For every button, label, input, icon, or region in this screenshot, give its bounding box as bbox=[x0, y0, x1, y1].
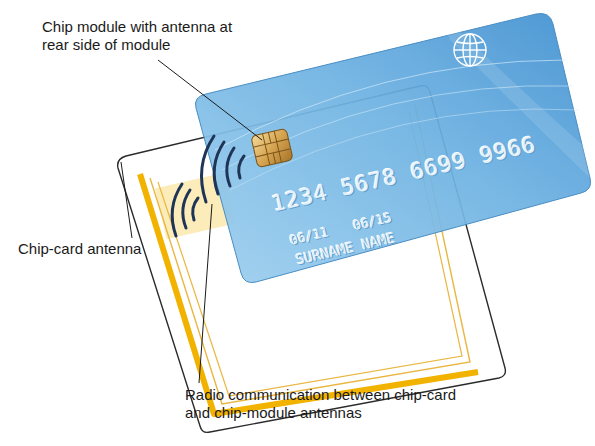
callout-label: Chip module with antenna at rear side of… bbox=[42, 18, 254, 54]
callout-label: Chip-card antenna bbox=[18, 240, 148, 258]
leader-line bbox=[121, 60, 262, 383]
callout-label: Radio communication between chip-card an… bbox=[185, 386, 485, 422]
radio-waves bbox=[172, 136, 244, 236]
globe-logo bbox=[454, 34, 486, 66]
chip-module bbox=[251, 128, 293, 167]
front-card bbox=[195, 13, 590, 282]
